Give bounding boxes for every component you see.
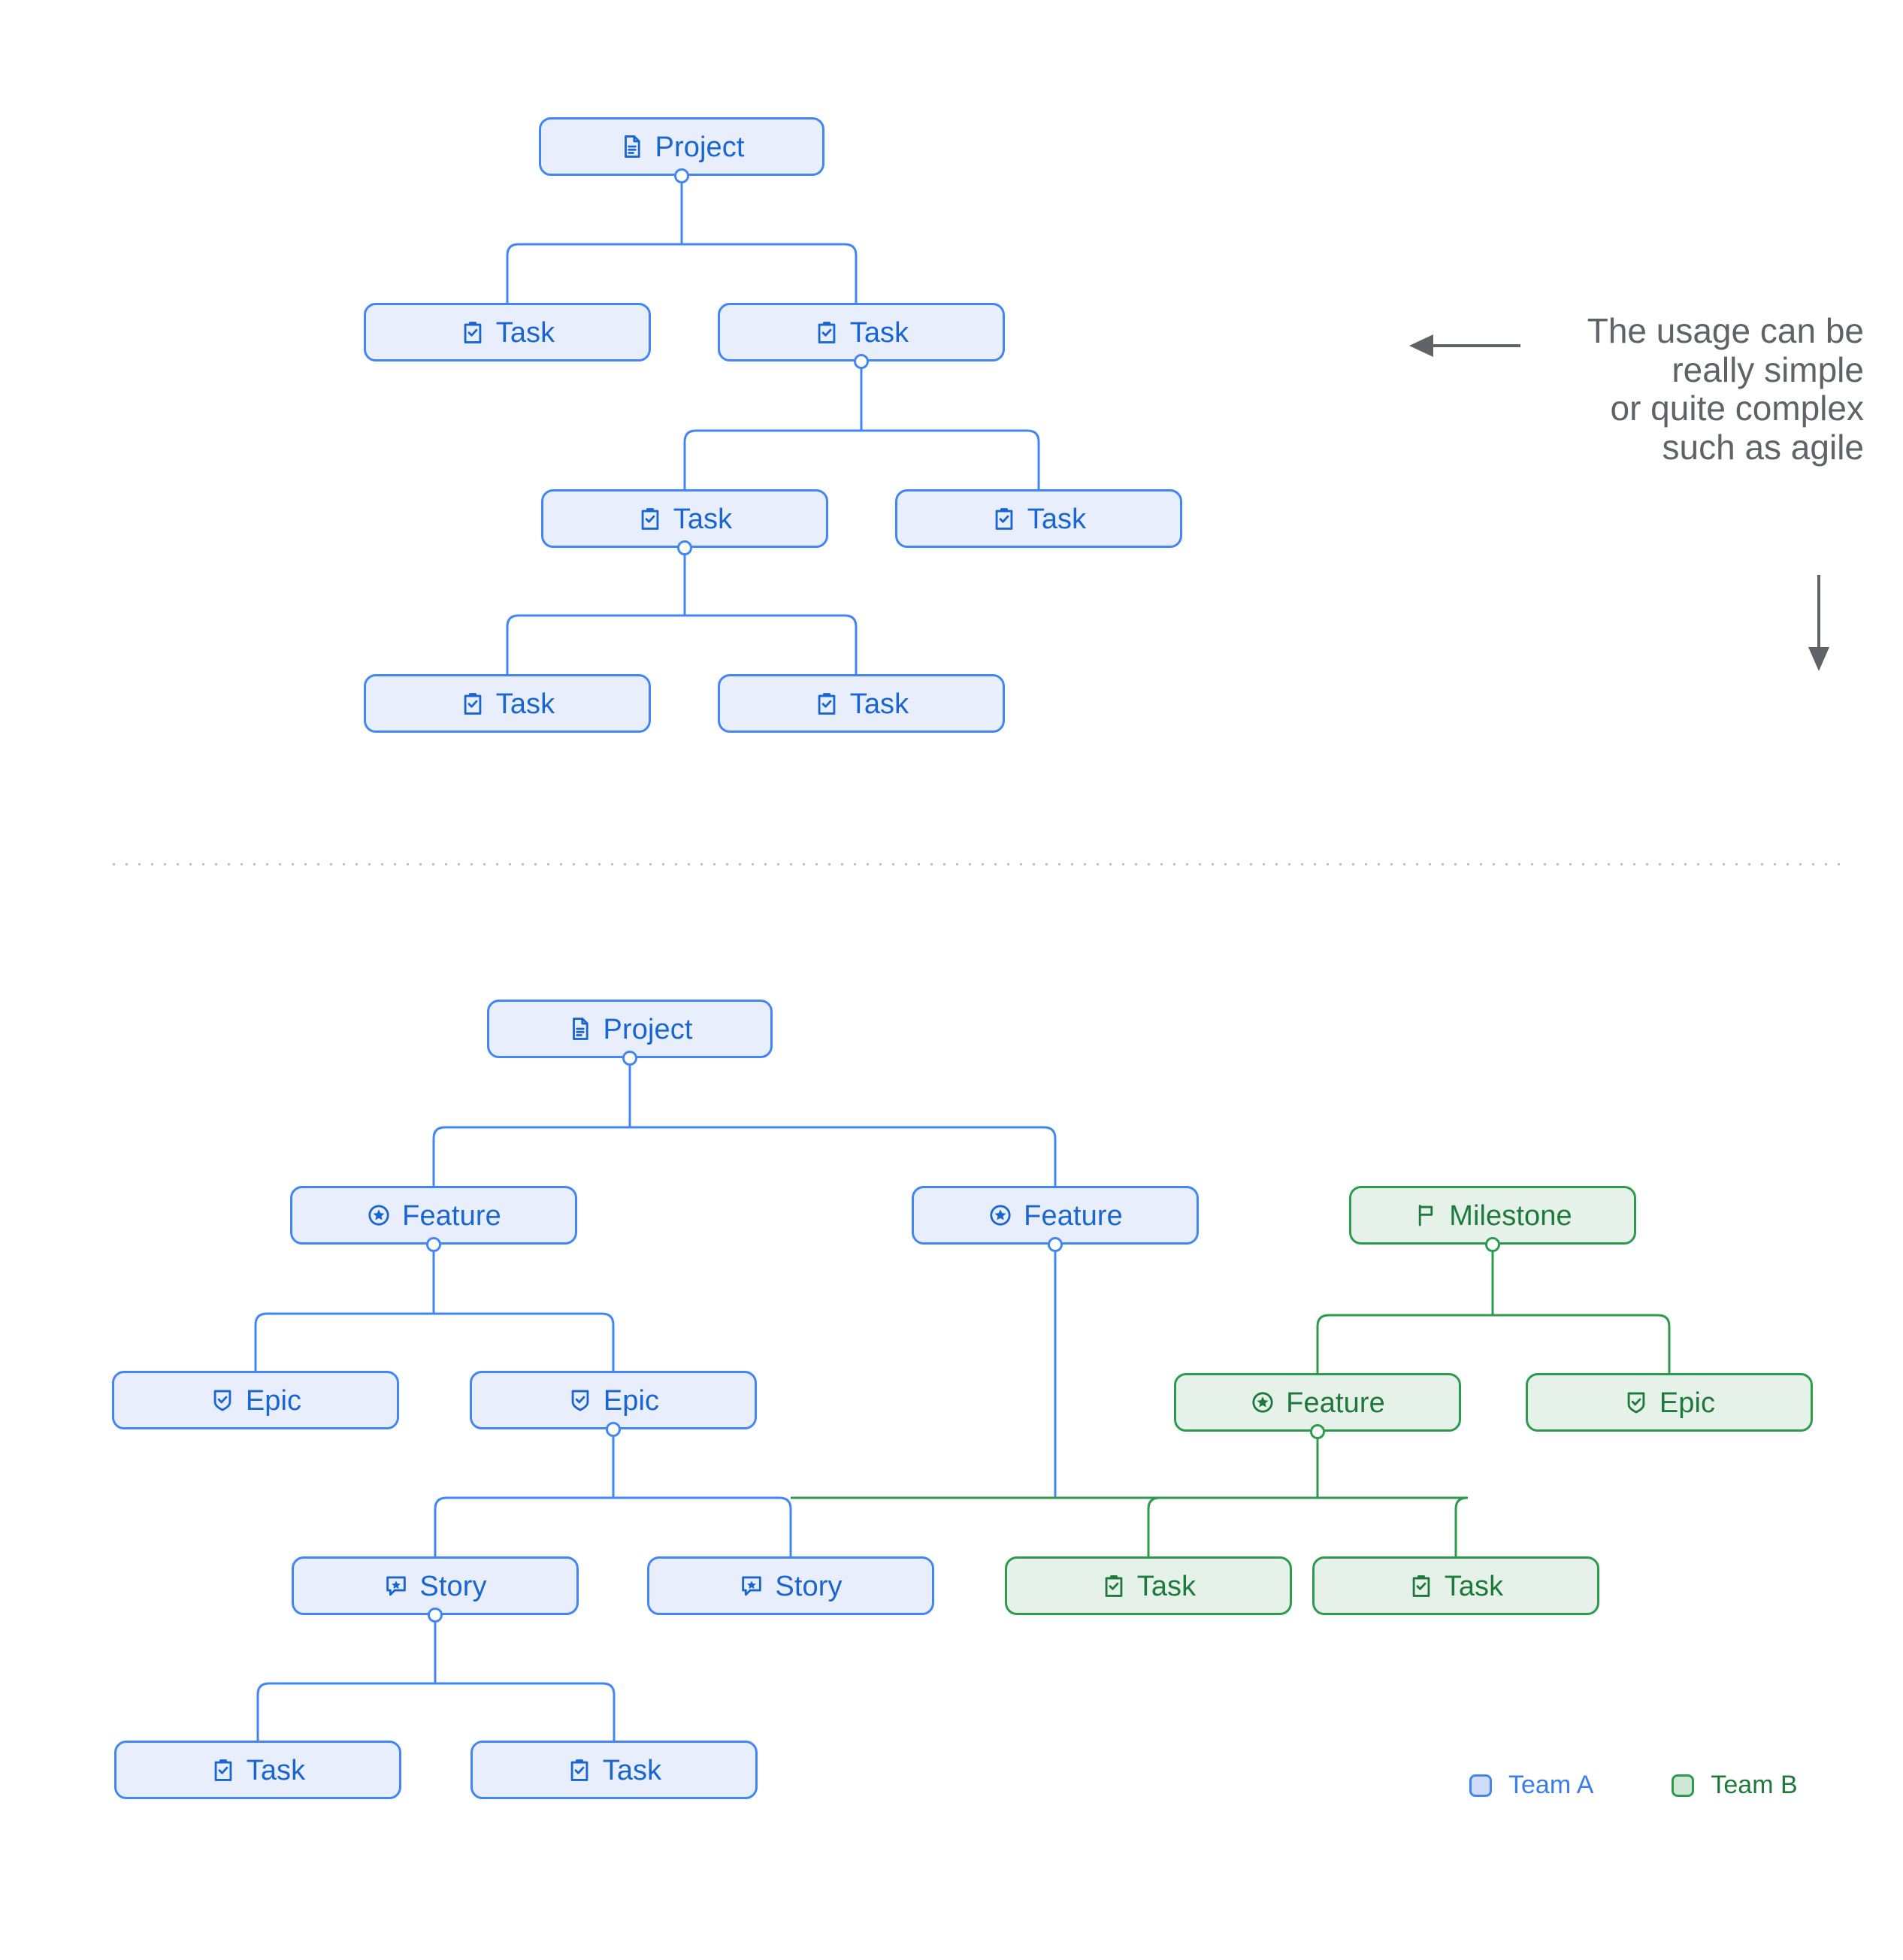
annotation-line-1: The usage can be — [1587, 311, 1864, 350]
epic-icon — [567, 1387, 593, 1413]
connector-port[interactable] — [1310, 1424, 1325, 1439]
task-icon — [991, 506, 1017, 531]
feature-icon — [366, 1202, 392, 1228]
story-icon — [739, 1573, 764, 1599]
section-divider — [107, 863, 1846, 866]
feature-icon — [988, 1202, 1013, 1228]
connector-port[interactable] — [606, 1422, 621, 1437]
node-label: Story — [419, 1571, 487, 1602]
connector-port[interactable] — [854, 354, 869, 369]
node-label: Task — [849, 317, 909, 349]
node-task-t-task-5[interactable]: Task — [364, 674, 651, 733]
node-label: Feature — [1024, 1200, 1123, 1232]
node-task-t-task-6[interactable]: Task — [718, 674, 1005, 733]
task-icon — [814, 319, 840, 345]
team-legend: Team A Team B — [1469, 1771, 1798, 1800]
node-epic-b-epic-3[interactable]: Epic — [1526, 1373, 1813, 1432]
task-icon — [567, 1757, 592, 1783]
annotation-line-2: really simple — [1672, 349, 1864, 389]
node-label: Epic — [245, 1385, 302, 1417]
node-feature-b-feature-2[interactable]: Feature — [912, 1186, 1199, 1245]
node-label: Epic — [1659, 1387, 1716, 1419]
connector-port[interactable] — [1485, 1237, 1500, 1252]
node-project-t-project[interactable]: Project — [539, 117, 824, 176]
node-label: Project — [655, 132, 745, 163]
node-feature-b-feature-1[interactable]: Feature — [290, 1186, 577, 1245]
node-label: Milestone — [1449, 1200, 1572, 1232]
node-label: Task — [1444, 1571, 1504, 1602]
legend-swatch-blue — [1469, 1774, 1492, 1797]
node-task-b-task-g1[interactable]: Task — [1005, 1556, 1292, 1615]
annotation-line-3: or quite complex — [1610, 389, 1865, 428]
usage-annotation: The usage can be really simple or quite … — [1398, 311, 1865, 467]
connector-port[interactable] — [677, 540, 692, 555]
node-story-b-story-2[interactable]: Story — [647, 1556, 934, 1615]
node-task-b-task-g2[interactable]: Task — [1312, 1556, 1599, 1615]
task-icon — [460, 691, 486, 716]
node-task-t-task-3[interactable]: Task — [541, 489, 828, 548]
node-label: Feature — [402, 1200, 501, 1232]
legend-item-team-a[interactable]: Team A — [1469, 1771, 1593, 1800]
connector-port[interactable] — [674, 168, 689, 183]
node-label: Task — [246, 1755, 306, 1786]
node-label: Task — [602, 1755, 662, 1786]
task-icon — [637, 506, 663, 531]
milestone-icon — [1413, 1202, 1439, 1228]
story-icon — [383, 1573, 409, 1599]
arrow-down-icon — [1808, 575, 1829, 671]
node-label: Project — [603, 1014, 693, 1045]
legend-label-team-b: Team B — [1711, 1771, 1798, 1799]
connector-port[interactable] — [428, 1608, 443, 1623]
node-label: Task — [495, 688, 555, 720]
document-icon — [619, 134, 645, 159]
connector-port[interactable] — [622, 1051, 637, 1066]
arrow-left-icon — [1409, 334, 1520, 357]
document-icon — [567, 1016, 593, 1042]
node-story-b-story-1[interactable]: Story — [292, 1556, 579, 1615]
legend-label-team-a: Team A — [1508, 1771, 1594, 1799]
node-label: Task — [1136, 1571, 1197, 1602]
node-epic-b-epic-2[interactable]: Epic — [470, 1371, 757, 1429]
task-icon — [460, 319, 486, 345]
node-label: Task — [495, 317, 555, 349]
task-icon — [1101, 1573, 1127, 1599]
node-label: Task — [673, 504, 733, 535]
epic-icon — [210, 1387, 235, 1413]
node-task-b-task-b1[interactable]: Task — [114, 1741, 401, 1799]
node-task-t-task-4[interactable]: Task — [895, 489, 1182, 548]
node-label: Feature — [1286, 1387, 1385, 1419]
node-label: Task — [1027, 504, 1087, 535]
node-label: Epic — [603, 1385, 660, 1417]
annotation-line-4: such as agile — [1662, 427, 1865, 467]
feature-icon — [1250, 1390, 1275, 1415]
node-milestone-b-milestone[interactable]: Milestone — [1349, 1186, 1636, 1245]
node-label: Task — [849, 688, 909, 720]
task-icon — [1408, 1573, 1434, 1599]
legend-item-team-b[interactable]: Team B — [1672, 1771, 1798, 1800]
connector-port[interactable] — [426, 1237, 441, 1252]
node-task-b-task-b2[interactable]: Task — [470, 1741, 758, 1799]
task-icon — [210, 1757, 236, 1783]
connector-port[interactable] — [1048, 1237, 1063, 1252]
legend-swatch-green — [1672, 1774, 1695, 1797]
node-feature-b-feature-3[interactable]: Feature — [1174, 1373, 1461, 1432]
node-task-t-task-2[interactable]: Task — [718, 303, 1005, 361]
epic-icon — [1623, 1390, 1649, 1415]
task-icon — [814, 691, 840, 716]
node-project-b-project[interactable]: Project — [487, 1000, 773, 1058]
node-epic-b-epic-1[interactable]: Epic — [112, 1371, 399, 1429]
node-label: Story — [775, 1571, 843, 1602]
node-task-t-task-1[interactable]: Task — [364, 303, 651, 361]
